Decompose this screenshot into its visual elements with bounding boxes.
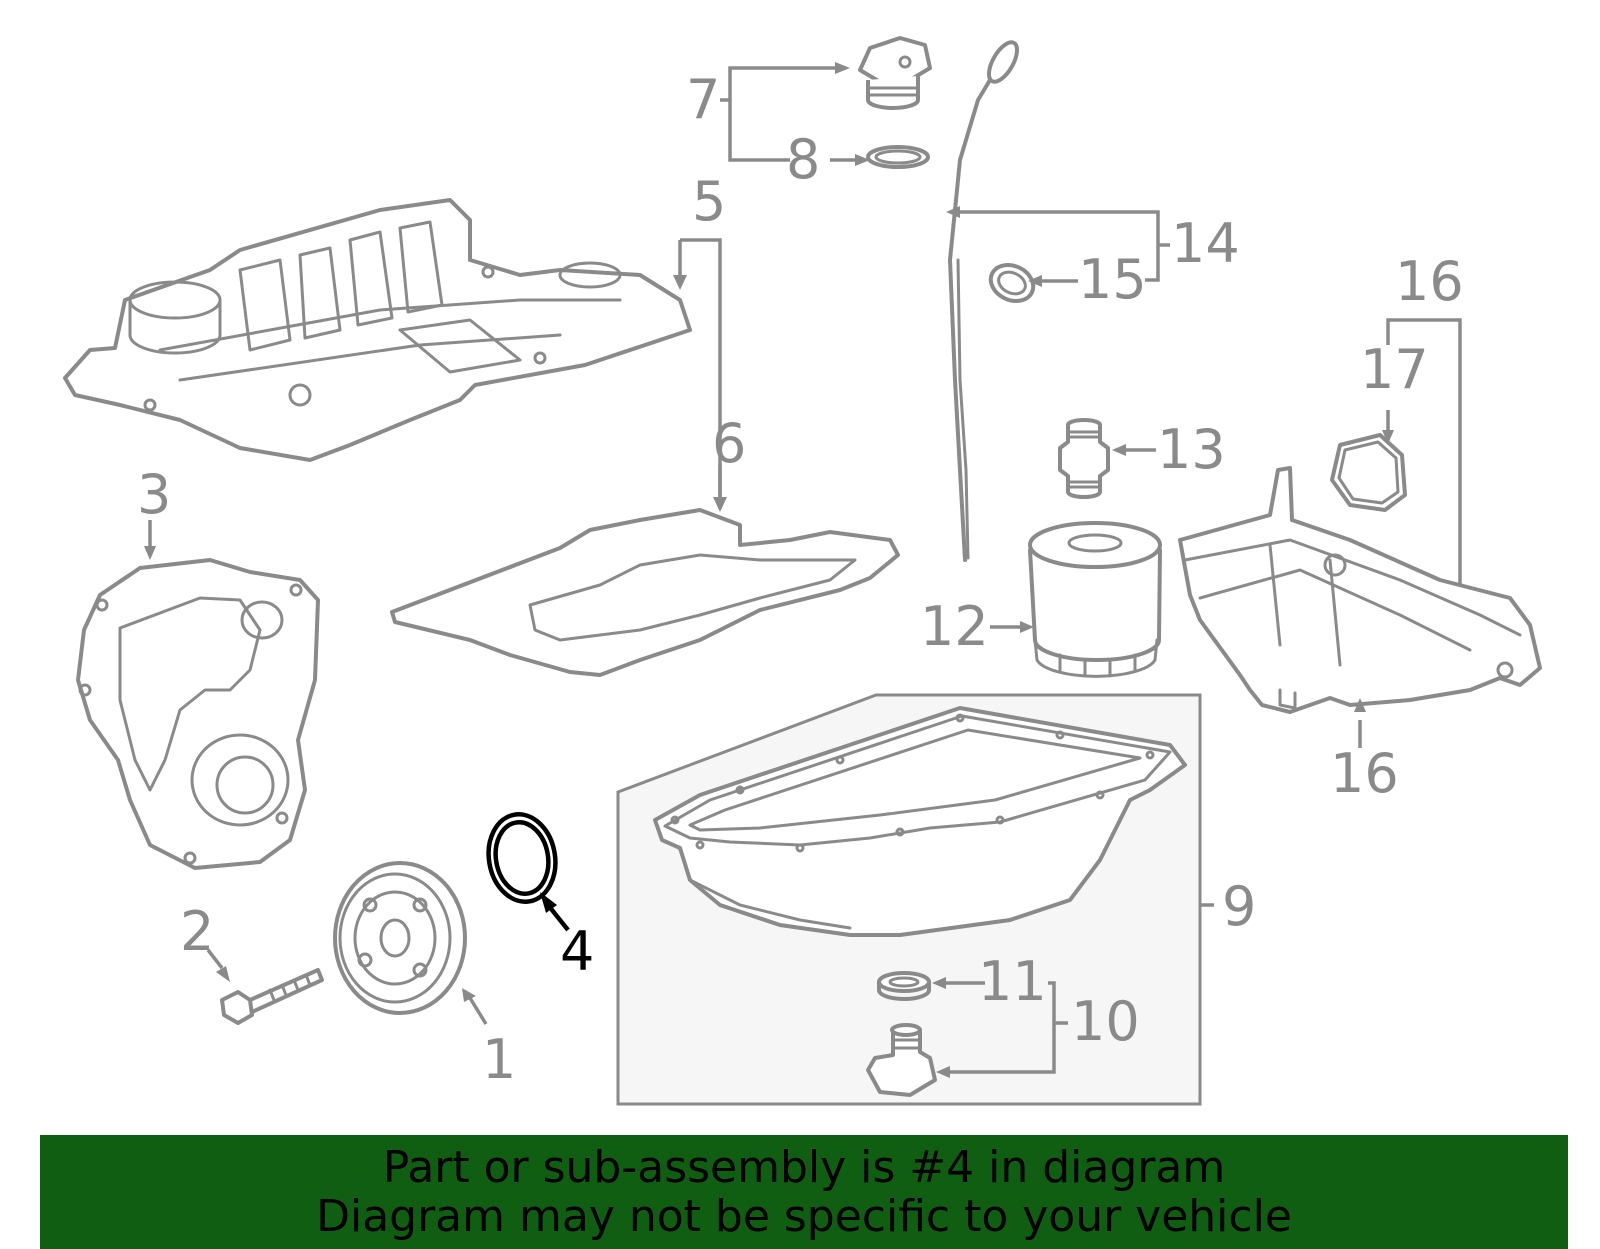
front-crankshaft-seal-part bbox=[486, 812, 558, 904]
oil-filter-housing-gasket-part bbox=[1330, 433, 1407, 512]
drain-plug-part bbox=[866, 1023, 937, 1097]
leader-5-6 bbox=[680, 238, 722, 500]
crankshaft-bolt-part bbox=[220, 968, 324, 1025]
callout-4: 4 bbox=[560, 920, 594, 983]
leader-11-arrowhead bbox=[932, 977, 946, 989]
leader-7-arrowhead bbox=[835, 62, 850, 74]
part-notice-banner: Part or sub-assembly is #4 in diagram Di… bbox=[40, 1135, 1568, 1249]
callout-12: 12 bbox=[920, 595, 989, 658]
oil-filter-part bbox=[1028, 521, 1162, 678]
leader-3-arrowhead bbox=[144, 546, 156, 560]
callout-1: 1 bbox=[482, 1028, 516, 1091]
leader-2-line bbox=[206, 948, 224, 970]
callout-7: 7 bbox=[686, 68, 720, 131]
oil-filter-adapter-fitting-part bbox=[1058, 418, 1110, 499]
timing-chain-cover-part bbox=[76, 558, 320, 870]
gasket-inner-outline bbox=[1337, 440, 1400, 505]
leader-14-15 bbox=[958, 210, 1170, 282]
banner-line-part-number: Part or sub-assembly is #4 in diagram bbox=[382, 1142, 1226, 1193]
callout-6: 6 bbox=[712, 412, 746, 475]
leader-4-arrowhead bbox=[540, 892, 557, 913]
banner-line-disclaimer: Diagram may not be specific to your vehi… bbox=[316, 1191, 1292, 1242]
dipstick-seal-inner bbox=[997, 270, 1027, 296]
callout-16-bottom: 16 bbox=[1330, 742, 1399, 805]
leader-7-8 bbox=[720, 66, 835, 162]
leader-12-arrowhead bbox=[1020, 621, 1034, 633]
callout-17: 17 bbox=[1360, 338, 1429, 401]
callout-2: 2 bbox=[180, 900, 214, 963]
leader-2-arrowhead bbox=[216, 966, 230, 982]
callout-16-top: 16 bbox=[1395, 250, 1464, 313]
valve-cover-gasket-part bbox=[390, 508, 900, 677]
callout-9: 9 bbox=[1222, 875, 1256, 938]
leader-10-11 bbox=[950, 981, 1068, 1074]
leader-6-arrowhead bbox=[713, 497, 727, 512]
leader-17-arrowhead bbox=[1382, 430, 1394, 444]
oil-filter-housing-part bbox=[1178, 466, 1542, 714]
leader-14-arrowhead bbox=[946, 206, 960, 218]
callout-15: 15 bbox=[1078, 248, 1147, 311]
oil-pan-part bbox=[653, 706, 1187, 937]
callout-13: 13 bbox=[1157, 418, 1226, 481]
crankshaft-balancer-part bbox=[333, 861, 467, 1015]
leader-16-bottom-arrowhead bbox=[1354, 698, 1366, 712]
oil-fill-cap-seal-part bbox=[866, 145, 930, 169]
callout-5: 5 bbox=[692, 170, 726, 233]
intake-manifold-part bbox=[63, 198, 692, 462]
drain-plug-gasket-part bbox=[877, 971, 931, 1001]
leader-4-line bbox=[546, 903, 570, 932]
leader-16-top bbox=[1386, 318, 1462, 590]
callout-14: 14 bbox=[1171, 212, 1240, 275]
callout-10: 10 bbox=[1071, 990, 1140, 1053]
leader-5-arrowhead bbox=[673, 275, 687, 290]
leader-1-arrowhead bbox=[462, 988, 476, 1002]
oil-dipstick-part bbox=[948, 40, 1019, 562]
dipstick-seal-part bbox=[988, 263, 1036, 303]
oil-fill-cap-part bbox=[858, 36, 932, 110]
callout-11: 11 bbox=[978, 950, 1047, 1013]
callout-8: 8 bbox=[786, 128, 820, 191]
leader-1-line bbox=[468, 997, 488, 1025]
oil-fill-cap-seal-inner bbox=[874, 149, 922, 165]
leader-8-arrowhead bbox=[855, 154, 870, 166]
callout-3: 3 bbox=[137, 463, 171, 526]
leader-13-arrowhead bbox=[1112, 444, 1126, 456]
leader-10-arrowhead bbox=[936, 1066, 950, 1078]
leader-15-arrowhead bbox=[1028, 275, 1042, 287]
